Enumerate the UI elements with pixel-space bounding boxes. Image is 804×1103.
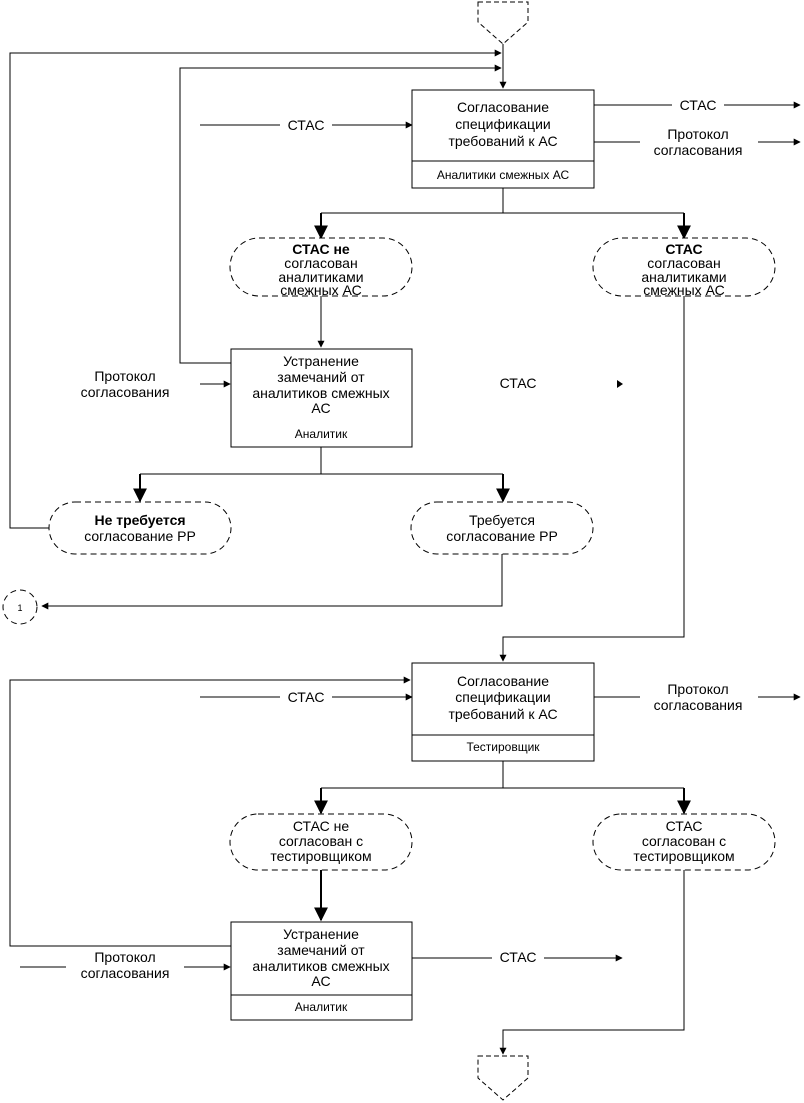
process-line: замечаний от: [277, 942, 365, 958]
state-rr-required: Требуется согласование РР: [410, 501, 594, 555]
output-stas-label: СТАС: [500, 375, 537, 391]
role-label: Аналитик: [295, 1000, 348, 1014]
process-box-agreement-adjacent: Согласование спецификации требований к А…: [411, 89, 595, 189]
input-stas-label: СТАС: [288, 117, 325, 133]
process-line: Согласование: [457, 99, 549, 115]
off-page-connector-1: 1: [2, 589, 38, 625]
process-line: Устранение: [283, 353, 359, 369]
process-line: Устранение: [283, 926, 359, 942]
state-not-agreed-tester: СТАС не согласован с тестировщиком: [229, 813, 413, 871]
process-line: замечаний от: [277, 369, 365, 385]
state-rr-not-required: Не требуется согласование РР: [48, 501, 232, 555]
input-protocol-label: Протокол: [94, 949, 155, 965]
state-line: согласован: [284, 255, 357, 271]
output-protocol-label: Протокол: [667, 126, 728, 142]
connector-label: 1: [17, 603, 22, 613]
input-protocol-label: согласования: [81, 965, 170, 981]
state-line: тестировщиком: [270, 848, 371, 864]
role-label: Аналитик: [295, 427, 348, 441]
state-line: СТАС: [665, 241, 702, 257]
output-stas-label: СТАС: [680, 97, 717, 113]
state-agreed-adjacent: СТАС согласован аналитиками смежных АС: [592, 237, 776, 298]
state-line: аналитиками: [278, 269, 363, 285]
state-line: Требуется: [469, 512, 535, 528]
state-line: СТАС не: [293, 818, 349, 834]
process-line: требований к АС: [448, 706, 557, 722]
process-line: аналитиков смежных: [252, 958, 389, 974]
exit-connector: [477, 1055, 529, 1101]
state-not-agreed-adjacent: СТАС не согласован аналитиками смежных А…: [229, 237, 413, 298]
process-box-fix-remarks-2: Устранение замечаний от аналитиков смежн…: [230, 921, 413, 1021]
process-box-fix-remarks-1: Устранение замечаний от аналитиков смежн…: [230, 348, 413, 448]
state-line: согласование РР: [84, 528, 196, 544]
role-label: Тестировщик: [466, 740, 540, 754]
state-line: согласован с: [642, 833, 726, 849]
state-line: СТАС не: [292, 241, 350, 257]
process-line: требований к АС: [448, 133, 557, 149]
output-stas-label: СТАС: [500, 949, 537, 965]
state-agreed-tester: СТАС согласован с тестировщиком: [592, 813, 776, 871]
state-line: согласование РР: [446, 528, 558, 544]
output-protocol-label: согласования: [654, 142, 743, 158]
process-line: АС: [311, 973, 330, 989]
process-line: АС: [311, 400, 330, 416]
process-line: Согласование: [457, 673, 549, 689]
state-line: Не требуется: [94, 512, 185, 528]
entry-connector: [477, 1, 529, 45]
input-stas-label: СТАС: [288, 689, 325, 705]
process-line: спецификации: [455, 689, 550, 705]
state-line: СТАС: [666, 818, 703, 834]
state-line: смежных АС: [643, 282, 724, 298]
role-label: Аналитики смежных АС: [437, 168, 570, 182]
process-box-agreement-tester: Согласование спецификации требований к А…: [411, 662, 595, 762]
input-protocol-label: Протокол: [94, 368, 155, 384]
input-protocol-label: согласования: [81, 384, 170, 400]
output-protocol-label: согласования: [654, 697, 743, 713]
process-line: спецификации: [455, 116, 550, 132]
state-line: смежных АС: [280, 282, 361, 298]
output-protocol-label: Протокол: [667, 681, 728, 697]
state-line: аналитиками: [641, 269, 726, 285]
process-line: аналитиков смежных: [252, 385, 389, 401]
state-line: тестировщиком: [633, 848, 734, 864]
state-line: согласован: [647, 255, 720, 271]
state-line: согласован с: [279, 833, 363, 849]
